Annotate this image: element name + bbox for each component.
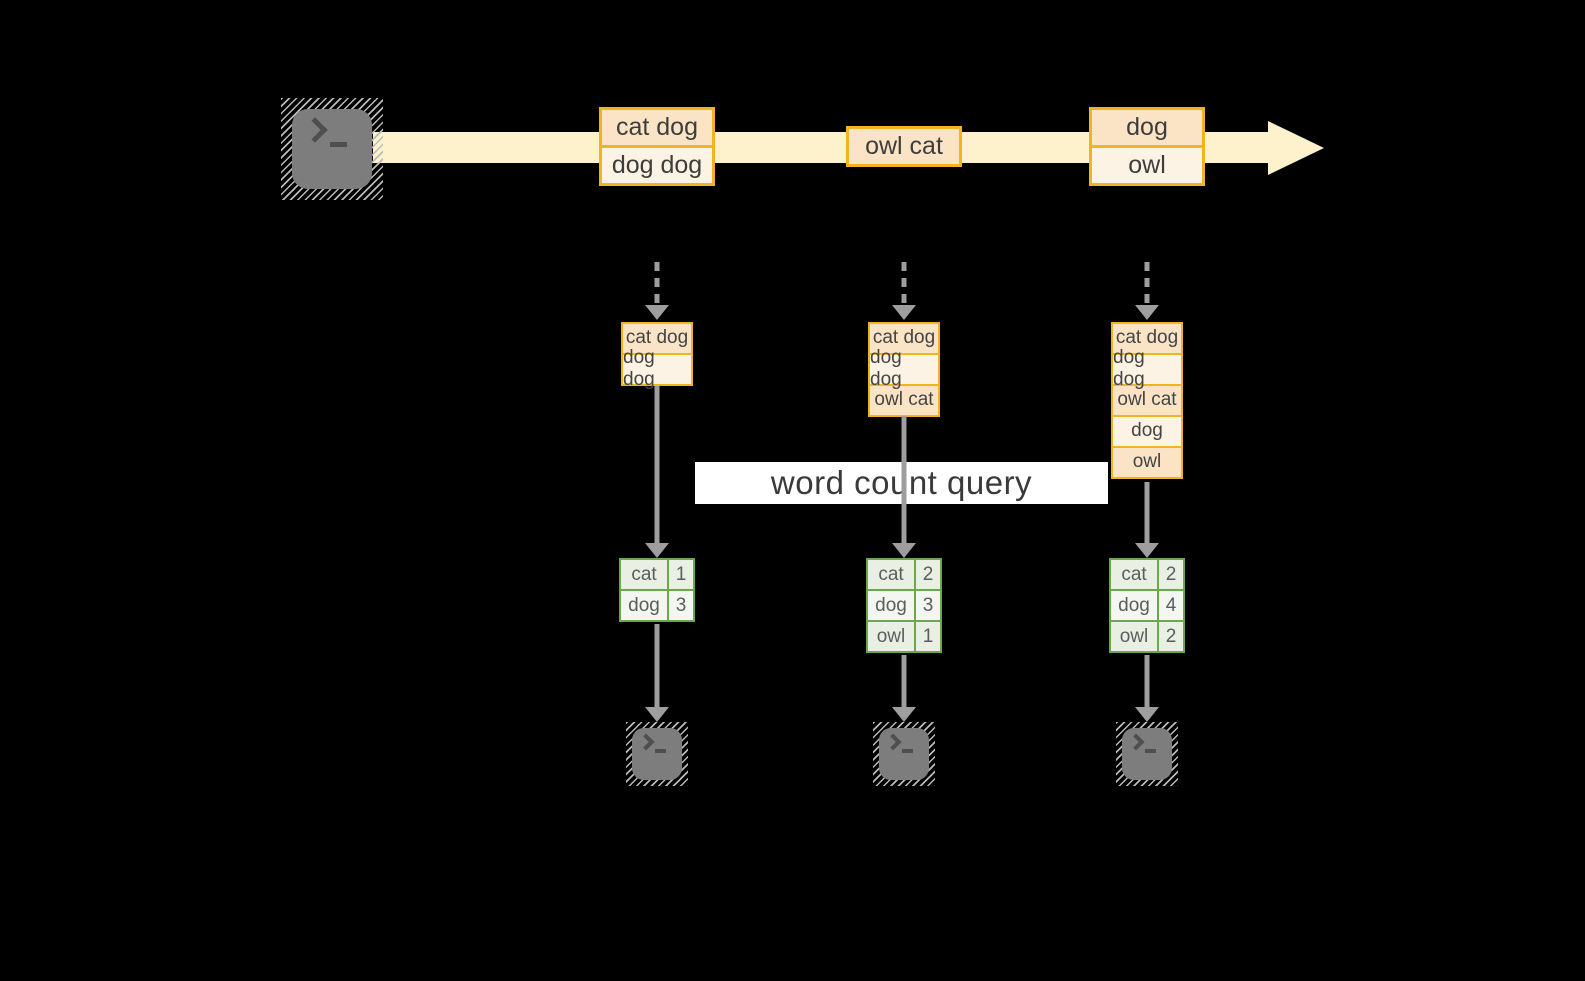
buffer-row: dog dog [623,347,691,390]
stream-record-3: dog owl [1089,107,1205,186]
query-arrow-1 [645,386,669,558]
prompt-chevron-icon [1127,733,1145,751]
buffer-row: dog dog [870,347,938,390]
count-value: 1 [916,622,940,651]
prompt-cursor-icon [902,749,913,753]
terminal-screen [1122,728,1172,780]
buffer-row: cat dog [623,324,691,353]
buffer-stack-3: cat dog dog dog owl cat dog owl [1111,322,1183,479]
record-line: owl [1092,148,1202,183]
terminal-screen [292,109,372,189]
count-value: 2 [1159,560,1183,589]
count-table-3: cat 2 dog 4 owl 2 [1109,558,1185,653]
count-table-1: cat 1 dog 3 [619,558,695,622]
buffer-stack-1: cat dog dog dog [621,322,693,390]
sink-terminal-icon-3 [1116,722,1178,786]
count-word: dog [621,591,667,620]
prompt-chevron-icon [884,733,902,751]
count-value: 3 [669,591,693,620]
count-word: dog [868,591,914,620]
count-value: 4 [1159,591,1183,620]
count-word: owl [1111,622,1157,651]
record-line: dog [1092,110,1202,145]
count-table-2: cat 2 dog 3 owl 1 [866,558,942,653]
stream-arrowhead-icon [1268,121,1324,175]
count-value: 3 [916,591,940,620]
count-value: 2 [1159,622,1183,651]
buffer-row: owl cat [1113,386,1181,415]
prompt-chevron-icon [302,117,328,143]
prompt-cursor-icon [330,142,347,147]
count-value: 1 [669,560,693,589]
sink-arrow-1 [645,624,669,722]
stream-record-2: owl cat [846,126,962,167]
buffer-row: cat dog [870,324,938,353]
snapshot-arrow-2 [892,262,916,320]
stream-record-1: cat dog dog dog [599,107,715,186]
record-line: dog dog [602,148,712,183]
prompt-cursor-icon [655,749,666,753]
record-line: cat dog [602,110,712,145]
sink-terminal-icon-1 [626,722,688,786]
count-word: cat [621,560,667,589]
sink-arrow-2 [892,655,916,722]
sink-terminal-icon-2 [873,722,935,786]
terminal-screen [632,728,682,780]
count-word: dog [1111,591,1157,620]
buffer-stack-2: cat dog dog dog owl cat [868,322,940,417]
record-line: owl cat [849,129,959,164]
count-word: cat [868,560,914,589]
count-word: owl [868,622,914,651]
buffer-row: owl [1113,448,1181,477]
prompt-cursor-icon [1145,749,1156,753]
sink-arrow-3 [1135,655,1159,722]
terminal-screen [879,728,929,780]
buffer-row: cat dog [1113,324,1181,353]
snapshot-arrow-1 [645,262,669,320]
buffer-row: owl cat [870,386,938,415]
snapshot-arrow-3 [1135,262,1159,320]
source-terminal-icon [281,98,383,200]
count-value: 2 [916,560,940,589]
buffer-row: dog dog [1113,347,1181,390]
count-word: cat [1111,560,1157,589]
prompt-chevron-icon [637,733,655,751]
query-arrow-3 [1135,482,1159,558]
buffer-row: dog [1113,417,1181,446]
query-arrow-2 [892,416,916,558]
